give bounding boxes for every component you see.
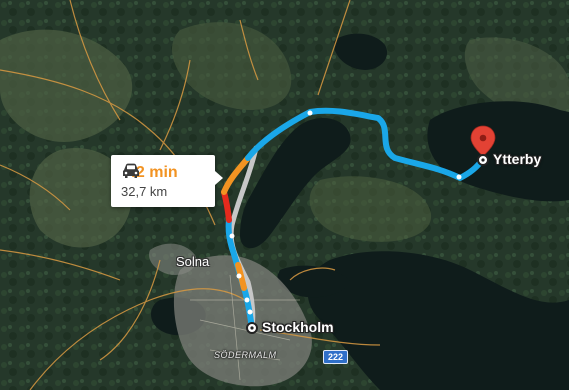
route-node: [456, 174, 462, 180]
water-channel: [277, 265, 350, 298]
road: [259, 329, 381, 346]
field-area: [171, 22, 292, 111]
road: [289, 267, 336, 281]
water-bay: [307, 251, 569, 390]
district-label: SÖDERMALM: [214, 350, 277, 360]
place-label-solna: Solna: [176, 254, 210, 269]
road: [239, 19, 259, 81]
field-area: [309, 176, 432, 242]
origin-marker[interactable]: [246, 322, 258, 334]
road: [99, 259, 161, 361]
place-label-destination: Ytterby: [493, 151, 542, 167]
minor-road: [229, 274, 241, 381]
field-area: [464, 37, 569, 123]
minor-road: [209, 349, 281, 361]
road-shield-badge: 222: [323, 350, 349, 364]
road: [69, 0, 121, 121]
field-area: [29, 148, 132, 248]
road: [159, 59, 191, 151]
urban-area: [173, 255, 312, 387]
road: [29, 288, 246, 390]
water-north: [334, 33, 388, 70]
route-segment-slow: [221, 155, 251, 195]
minor-road: [199, 319, 291, 341]
destination-marker[interactable]: [477, 154, 489, 166]
route-node: [229, 233, 235, 239]
road: [317, 0, 351, 96]
urban-area: [149, 243, 197, 275]
card-pointer: [215, 171, 223, 185]
route-duration: 42 min: [127, 164, 178, 181]
route-node: [236, 273, 242, 279]
route-distance: 32,7 km: [121, 184, 168, 199]
water-inlet: [240, 117, 351, 249]
route-node: [307, 110, 313, 116]
route-node: [247, 309, 253, 315]
car-icon: [123, 163, 139, 178]
place-label-origin: Stockholm: [262, 319, 334, 335]
road: [0, 164, 71, 211]
route-node: [244, 297, 250, 303]
field-area: [0, 29, 133, 142]
road: [0, 249, 121, 281]
route-info-card[interactable]: 42 min 32,7 km: [111, 155, 223, 207]
